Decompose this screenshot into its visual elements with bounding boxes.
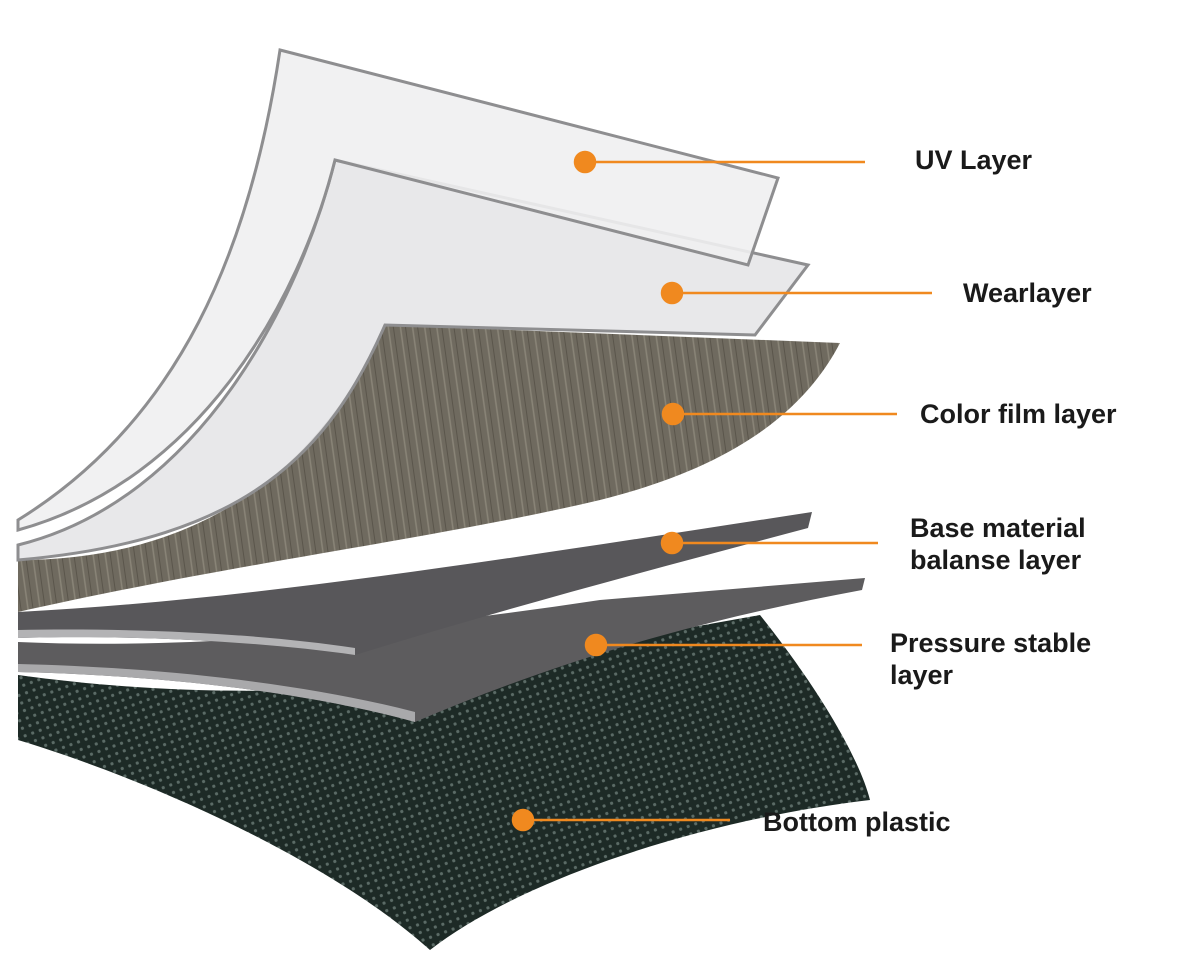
base-callout-dot <box>660 531 684 555</box>
label-base-line2: balanse layer <box>910 545 1082 575</box>
label-uv-layer: UV Layer <box>915 145 1033 175</box>
uv-callout-dot <box>573 150 597 174</box>
wear-callout-dot <box>660 281 684 305</box>
bottom-callout-dot <box>511 808 535 832</box>
pressure-callout-dot <box>584 633 608 657</box>
color-film-layer <box>18 325 840 612</box>
label-pressure-stable: Pressure stable layer <box>890 627 1091 691</box>
label-pressure-line2: layer <box>890 660 954 690</box>
label-bottom-plastic: Bottom plastic <box>763 807 951 837</box>
bottom-plastic-layer <box>18 615 870 950</box>
base-material-layer <box>18 512 812 655</box>
label-pressure-line1: Pressure stable <box>890 628 1092 658</box>
color-film-callout-dot <box>661 402 685 426</box>
label-color-film: Color film layer <box>920 399 1117 429</box>
label-base-line1: Base material <box>910 513 1086 543</box>
label-wearlayer: Wearlayer <box>963 278 1092 308</box>
wear-layer-sheet <box>16 158 811 562</box>
label-base-material: Base material balanse layer <box>910 512 1086 576</box>
